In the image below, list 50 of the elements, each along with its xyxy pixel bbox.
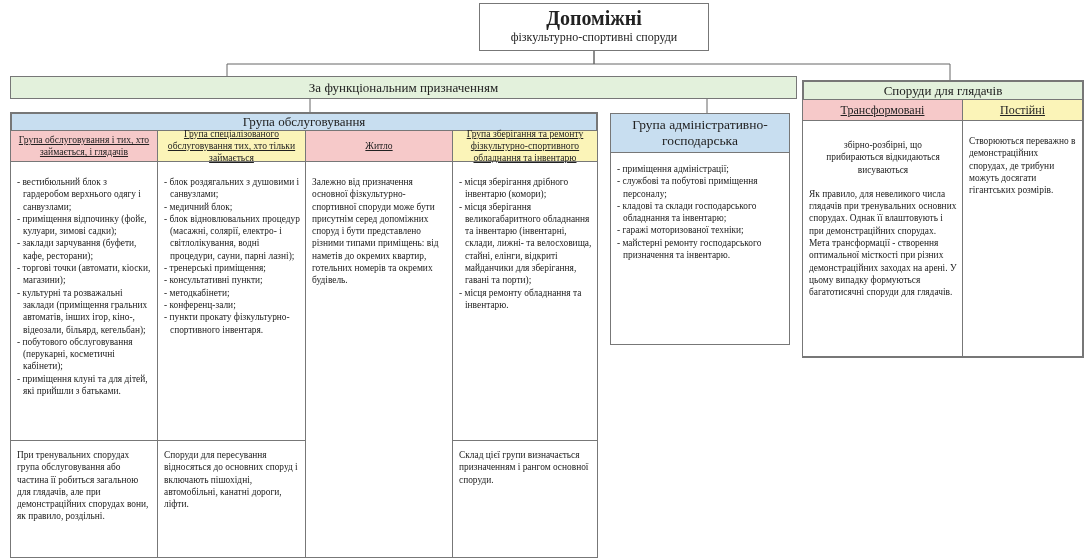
list-item: - кладові та склади господарського обладнання та інвентарю; — [617, 199, 758, 225]
list-item: - методкабінети; — [164, 286, 231, 299]
column-heading: Група адміністративно-господарська — [611, 114, 789, 153]
list-item: - медичний блок; — [164, 200, 234, 213]
group-panel — [610, 113, 790, 345]
connector-line — [593, 50, 951, 81]
list-item: - конференц-зали; — [164, 298, 237, 312]
column-panel — [802, 99, 963, 357]
column-heading: Група спеціалізованого обслуговування тих, хто тільки займається — [158, 131, 305, 162]
column-panel — [962, 99, 1083, 357]
column-heading: Група обслуговування і тих, хто займається, і глядачів — [11, 131, 157, 162]
body-text: Споруди для пересування відносяться до основних споруд і включають пішохідні, автомобільні, канатні дороги, ліфти. — [164, 449, 299, 511]
list-item: - майстерні ремонту господарського призначення та інвентарю. — [617, 236, 763, 262]
body-text: При тренувальних спорудах група обслуговування або частина її робиться загальною для глядачів, але при демонстраційних спорудах вони, як правило, роздільні. — [17, 449, 150, 523]
list-item: - місця зберігання дрібного інвентарю (комори); — [459, 176, 570, 201]
list-item: - блок відновлювальних процедур (масажні, солярії, електро- і світлолікування, водні процедури, сауни, парні лазні); — [164, 212, 300, 263]
list-item: - приміщення відпочинку (фойє, кулуари, зимові садки); — [17, 212, 148, 238]
list-item: - торгові точки (автомати, кіоски, магазини); — [17, 262, 152, 287]
list-item: - місця ремонту обладнання та інвентарю. — [459, 286, 583, 312]
list-item: - заклади зарчування (буфети, кафе, ресторани); — [17, 237, 138, 263]
list-item: - приміщення адміністрації; — [617, 163, 730, 176]
body-text: збірно-розбірні, що прибираються відкидаються висуваються — [825, 139, 941, 176]
list-item: - пункти прокату фізкультурно-спортивного інвентаря. — [164, 311, 291, 336]
body-text: Залежно від призначення основної фізкультурно-спортивної споруди може бути присутнім серед допоміжних споруд і бути представлено різними типами приміщень: від наметів до окремих квартир, готельних номерів та окремих будівель. — [312, 176, 440, 287]
list-item: - блок роздягальних з душовими і санвузлами; — [164, 176, 300, 201]
category-bar — [10, 76, 797, 99]
column-heading: Постійні — [963, 100, 1082, 121]
column-heading: Житло — [306, 131, 452, 162]
list-item: - приміщення клуні та для дітей, які прийшли з батьками. — [17, 372, 149, 398]
list-item: - тренерські приміщення; — [164, 262, 267, 275]
list-item: - консультативні пункти; — [164, 274, 264, 287]
connector-line — [309, 98, 311, 113]
list-item: - культурні та розважальні заклади (приміщення гральних автоматів, інших ігор, кіно-, відеозали, більярд, кегельбан); — [17, 286, 149, 336]
group-panel — [10, 112, 598, 558]
body-text: Склад цієї групи визначається призначенням і рангом основної споруди. — [459, 449, 590, 486]
connector-line — [706, 98, 708, 114]
title-box — [479, 3, 709, 51]
heading-text: За функціональним призначенням — [308, 80, 499, 95]
group-panel — [802, 80, 1084, 358]
body-text: Як правило, для невеликого числа глядачів при тренувальних основних спорудах. Однак її влаштовують і при демонстраційних спорудах. Мета трансформації - створення оптимальної місткості при різних демонстраційних заходах на арені. У цьому випадку формуються багатотисячні споруди для глядачів. — [809, 187, 957, 299]
list-item: - вестибюльний блок з гардеробом верхнього одягу і санвузлами; — [17, 176, 142, 213]
list-item: - службові та побутові приміщення персоналу; — [617, 175, 759, 200]
body-text: Створюються переважно в демонстраційних спорудах, де трибуни можуть досягати гігантських розмірів. — [969, 135, 1077, 197]
list-item: - гаражі моторизованої техніки; — [617, 224, 745, 237]
heading-text: Допоміжні — [545, 7, 643, 30]
subtitle-text: фізкультурно-спортивні споруди — [509, 30, 679, 45]
column-heading: Трансформовані — [803, 100, 962, 121]
list-item: - місця зберігання великогабаритного обладнання та інвентарю (інвентарні, склади, лижні- та велосховища, стайні, елінги, відкриті майданчики для зберігання, гавані та порти); — [459, 200, 592, 287]
column-heading: Група зберігання та ремонту фізкультурно-спортивного обладнання та інвентарю — [453, 131, 597, 162]
list-item: - побутового обслуговування (перукарні, косметичні кабінети); — [17, 335, 134, 373]
